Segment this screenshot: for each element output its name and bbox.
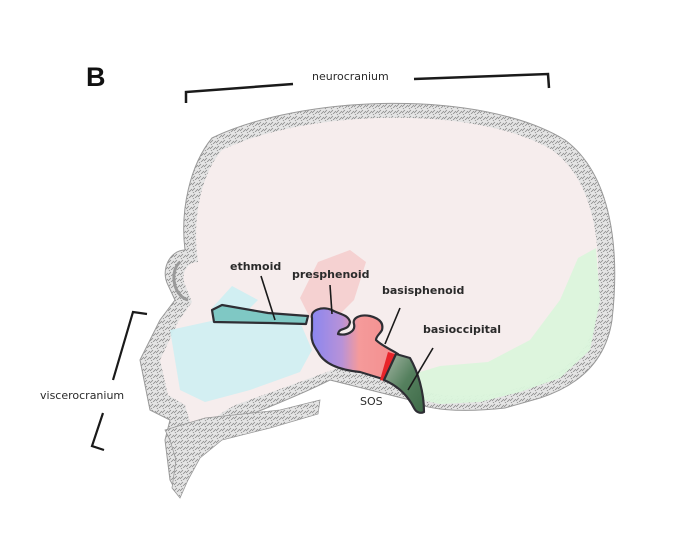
ethmoid-label: ethmoid	[230, 260, 281, 273]
sos-label: SOS	[360, 395, 383, 408]
basioccipital-leader	[407, 347, 434, 391]
orbit-outline	[172, 260, 189, 302]
sphenoid-body	[310, 307, 400, 382]
presphenoid-label: presphenoid	[292, 268, 370, 281]
basisphenoid-label: basisphenoid	[382, 284, 464, 297]
occipital-region	[400, 248, 600, 404]
ethmoid-leader	[260, 275, 276, 321]
presphenoid-leader	[329, 284, 333, 315]
basisphenoid-leader	[384, 307, 401, 345]
neurocranium-label: neurocranium	[312, 70, 389, 83]
presphenoid-halo	[300, 250, 366, 318]
basioccipital-label: basioccipital	[423, 323, 501, 336]
face-region	[170, 318, 312, 402]
palate-jaw	[164, 399, 321, 499]
viscerocranium-label: viscerocranium	[40, 389, 124, 402]
basioccipital-bone	[382, 352, 426, 414]
panel-letter: B	[86, 62, 106, 92]
viscerocranium-bracket	[90, 310, 148, 452]
neurocranium-bracket	[184, 72, 551, 103]
ethmoid-bone	[210, 303, 310, 326]
